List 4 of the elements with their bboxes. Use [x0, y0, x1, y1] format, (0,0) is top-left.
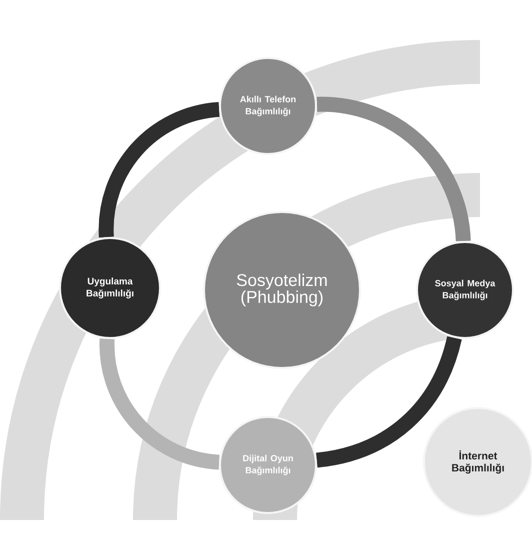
- ring-segment: [316, 336, 462, 468]
- ring-segment: [100, 338, 220, 470]
- ring-segment: [316, 96, 471, 242]
- ring-segment: [98, 102, 220, 238]
